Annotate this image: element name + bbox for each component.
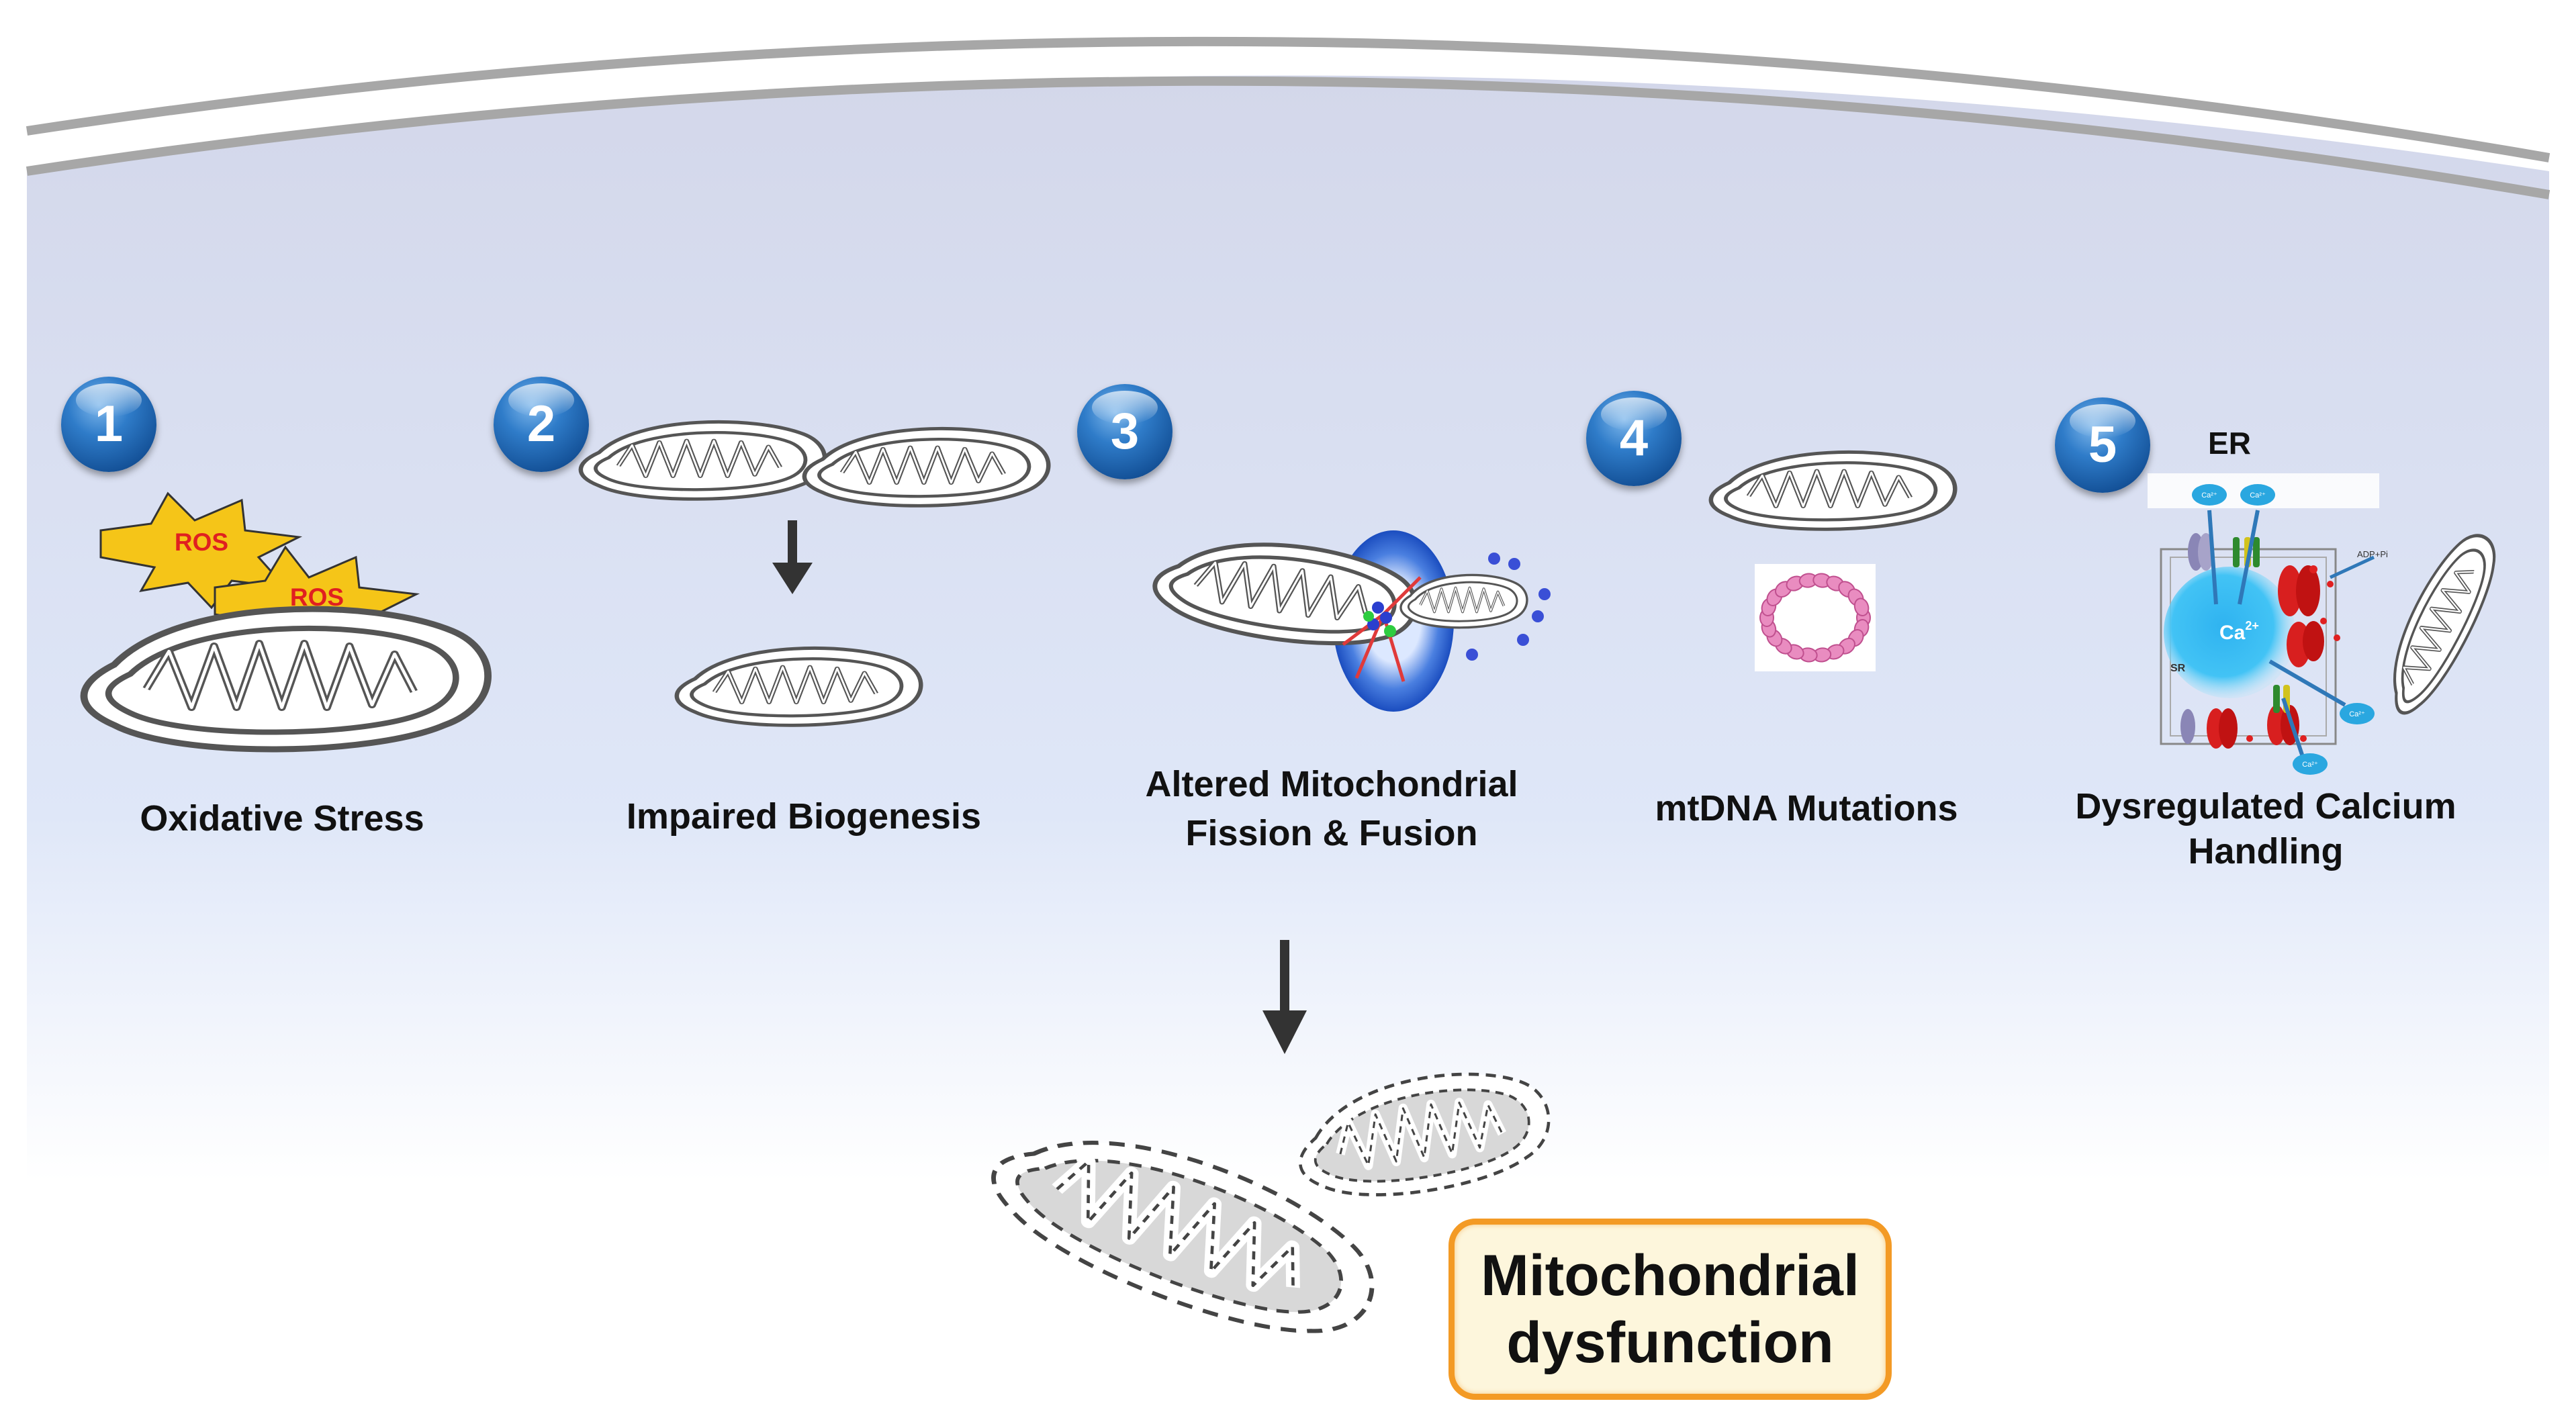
fission-machinery bbox=[1342, 553, 1551, 682]
adp-label: ADP+Pi bbox=[2357, 549, 2388, 559]
outcome-line1: Mitochondrial bbox=[1481, 1243, 1859, 1308]
mtdna-bead bbox=[1853, 598, 1870, 617]
step-3-label: Altered Mitochondrial Fission & Fusion bbox=[1145, 760, 1518, 858]
step-5-label-line2: Handling bbox=[2188, 831, 2344, 871]
step-5-badge: 5 bbox=[2055, 397, 2150, 493]
ca-ion-label-3: Ca²⁺ bbox=[2349, 710, 2365, 718]
step-1-label: Oxidative Stress bbox=[140, 798, 424, 839]
step-5-label: Dysregulated Calcium Handling bbox=[2075, 782, 2456, 876]
cell-membrane-inner bbox=[26, 76, 2550, 199]
step-4-label: mtDNA Mutations bbox=[1655, 788, 1958, 828]
mtdna-ring bbox=[1759, 573, 1871, 663]
calcium-label: Ca2+ bbox=[2219, 619, 2259, 644]
ros-label-1: ROS bbox=[175, 528, 228, 556]
outcome-box: Mitochondrial dysfunction bbox=[1448, 1219, 1892, 1400]
step-1-badge: 1 bbox=[61, 377, 156, 472]
ca-ion-label-4: Ca²⁺ bbox=[2302, 761, 2318, 769]
ca-ion-label-1: Ca²⁺ bbox=[2201, 491, 2217, 500]
ca-ion-label-2: Ca²⁺ bbox=[2250, 491, 2266, 500]
step-4-badge: 4 bbox=[1586, 391, 1682, 486]
step-3-badge: 3 bbox=[1077, 384, 1172, 479]
biogenesis-arrow bbox=[772, 520, 813, 594]
step-3-label-line2: Fission & Fusion bbox=[1185, 813, 1478, 853]
step-2-badge: 2 bbox=[494, 377, 589, 472]
outcome-line2: dysfunction bbox=[1506, 1311, 1834, 1375]
cytoplasm-background bbox=[27, 75, 2549, 1424]
outcome-arrow bbox=[1262, 940, 1307, 1054]
sr-label: SR bbox=[2170, 663, 2186, 674]
cell-membrane-outer bbox=[26, 36, 2550, 162]
calcium-panel: Ca2+ SR ADP+Pi Ca²⁺ Ca²⁺ Ca²⁺ Ca²⁺ bbox=[2160, 484, 2388, 775]
er-label: ER bbox=[2208, 426, 2251, 461]
step-3-label-line1: Altered Mitochondrial bbox=[1145, 764, 1518, 804]
step-5-label-line1: Dysregulated Calcium bbox=[2075, 786, 2456, 826]
step-2-label: Impaired Biogenesis bbox=[626, 796, 982, 837]
